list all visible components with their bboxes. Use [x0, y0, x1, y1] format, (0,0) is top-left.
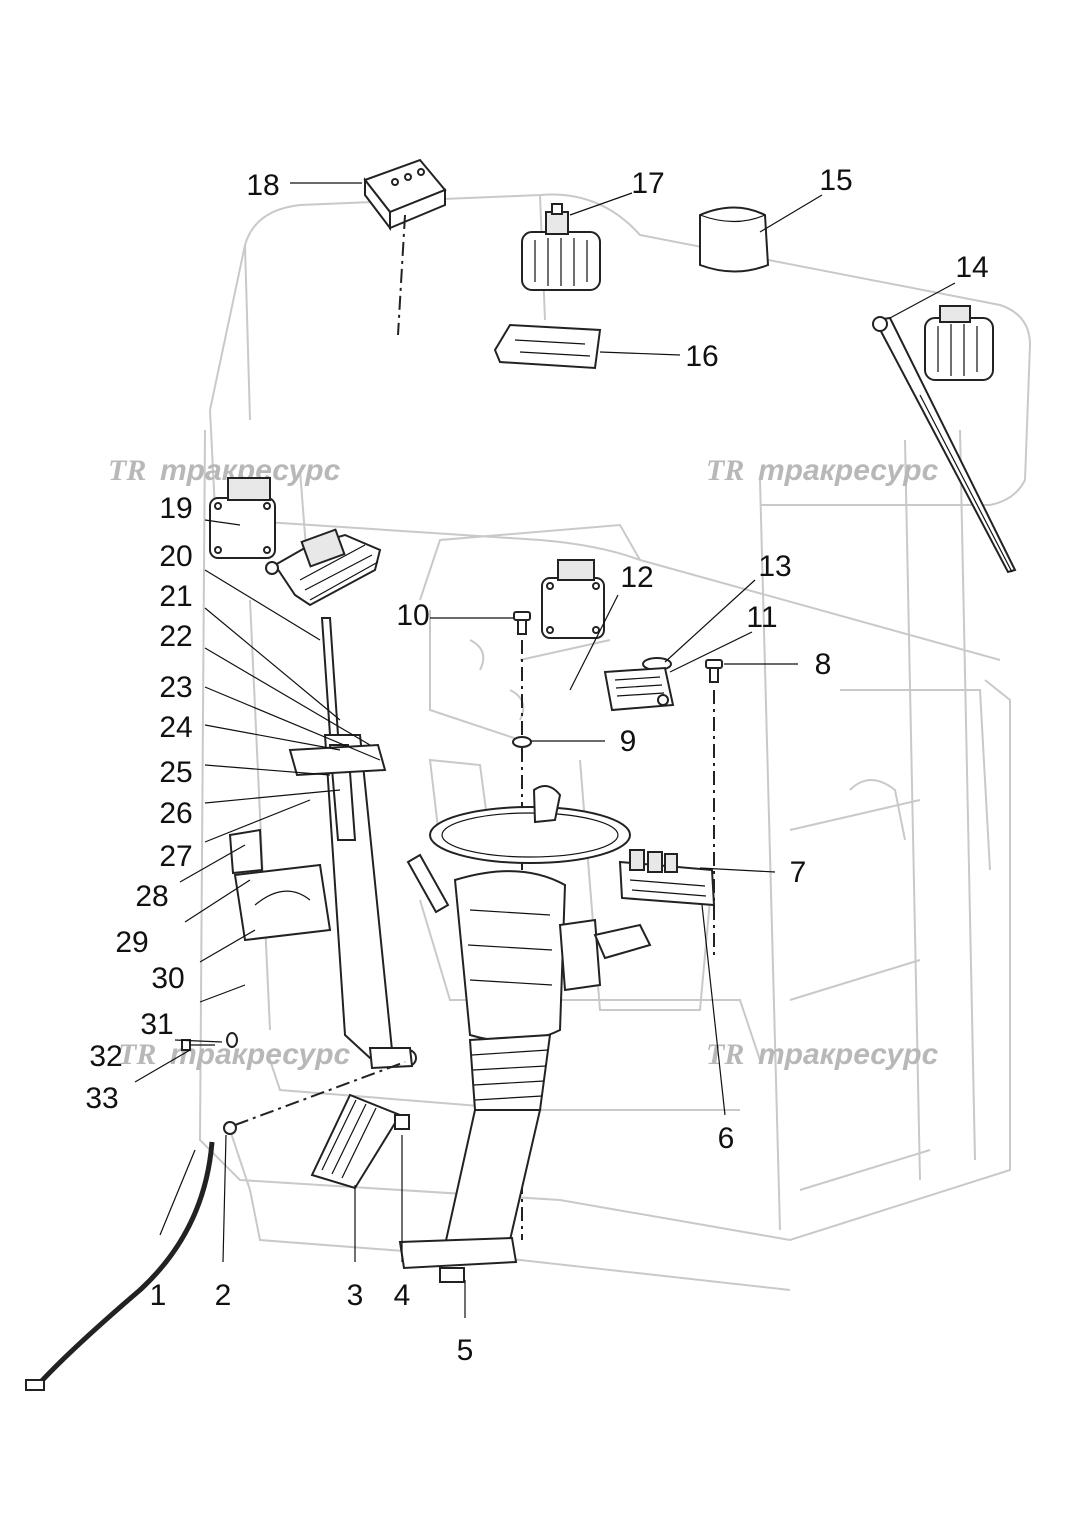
callout-16: 16	[685, 340, 718, 373]
leader-lines	[134, 182, 956, 1318]
part-15-beacon	[699, 206, 770, 273]
part-9-washer	[512, 736, 532, 748]
callout-11: 11	[746, 601, 777, 634]
callout-18: 18	[246, 169, 279, 202]
callout-21: 21	[159, 580, 192, 613]
part-20-31-wiper-assembly	[288, 617, 417, 1070]
watermark-top-right: TR тракресурс	[706, 454, 939, 487]
part-18-switch-block	[363, 158, 447, 336]
callout-17: 17	[631, 167, 664, 200]
part-console	[228, 828, 332, 942]
callout-13: 13	[758, 550, 791, 583]
callout-26: 26	[159, 797, 192, 830]
callout-6: 6	[718, 1122, 735, 1155]
callout-23: 23	[159, 671, 192, 704]
callout-31: 31	[140, 1008, 173, 1041]
part-19-lamp-left	[209, 477, 276, 559]
part-20-fan	[265, 528, 382, 607]
callout-8: 8	[815, 648, 832, 681]
watermark-bottom-right: TR тракресурс	[706, 1038, 939, 1071]
callout-14: 14	[955, 251, 988, 284]
callout-12: 12	[620, 561, 653, 594]
watermark-logo: TR	[706, 1038, 744, 1071]
callout-29: 29	[115, 926, 148, 959]
watermark-top-left: TR тракресурс	[108, 454, 341, 487]
watermark-logo: TR	[118, 1038, 156, 1071]
callout-28: 28	[135, 880, 168, 913]
part-17-work-lamp	[521, 203, 601, 291]
part-16-interior-light	[493, 323, 602, 370]
part-2-plug	[223, 1061, 406, 1135]
part-4-switch	[394, 1114, 410, 1130]
part-5-steering-column	[398, 785, 652, 1283]
watermark-bottom-left: TR тракресурс	[118, 1038, 351, 1071]
callout-33: 33	[85, 1082, 118, 1115]
callout-25: 25	[159, 756, 192, 789]
callout-30: 30	[151, 962, 184, 995]
part-12-lamp-centre	[541, 559, 605, 639]
watermark-text: тракресурс	[758, 1038, 939, 1071]
callout-32: 32	[89, 1040, 122, 1073]
part-3-pedal	[310, 1093, 402, 1190]
watermark-logo: TR	[108, 454, 146, 487]
callout-labels: 1 2 3 4 5 6 7 8 9 10 11 12 13 14 15 16 1…	[85, 164, 988, 1367]
watermark-logo: TR	[706, 454, 744, 487]
callout-1: 1	[150, 1279, 167, 1312]
callout-5: 5	[457, 1334, 474, 1367]
callout-9: 9	[620, 725, 637, 758]
callout-20: 20	[159, 540, 192, 573]
callout-2: 2	[215, 1279, 232, 1312]
callout-7: 7	[790, 856, 807, 889]
callout-4: 4	[394, 1279, 411, 1312]
watermark-text: тракресурс	[758, 454, 939, 487]
part-32-33-screw-washer	[181, 1032, 238, 1051]
callout-24: 24	[159, 711, 192, 744]
part-8-bolt	[705, 659, 723, 960]
part-14-wiper-and-lamp	[872, 305, 1017, 574]
callout-19: 19	[159, 492, 192, 525]
watermark-text: тракресурс	[170, 1038, 351, 1071]
callout-27: 27	[159, 840, 192, 873]
callout-3: 3	[347, 1279, 364, 1312]
part-11-control-unit	[603, 666, 675, 712]
callout-22: 22	[159, 620, 192, 653]
callout-15: 15	[819, 164, 852, 197]
callout-10: 10	[396, 599, 429, 632]
part-1-cable	[25, 1141, 215, 1391]
part-7-relay-board	[618, 849, 716, 907]
